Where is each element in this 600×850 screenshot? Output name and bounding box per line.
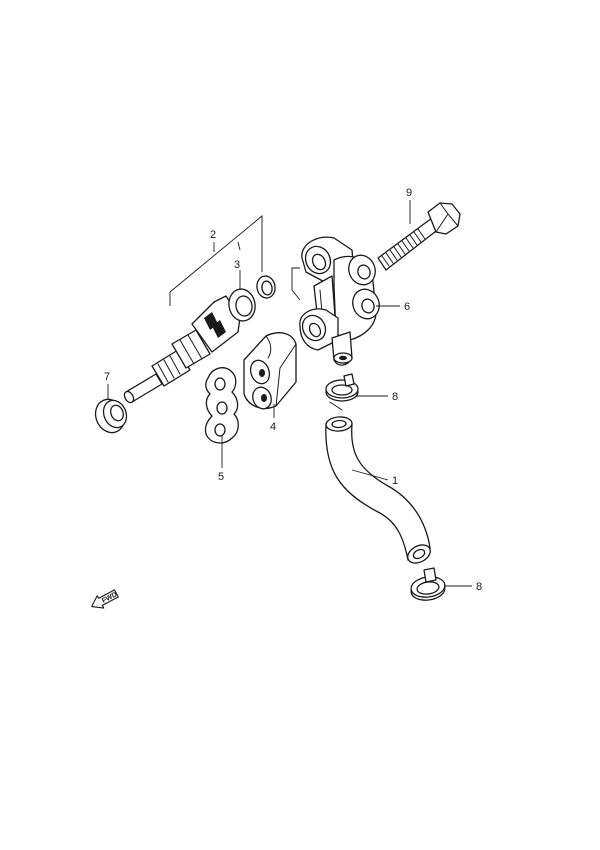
sensor-part-2[interactable] [123, 295, 241, 404]
callout-6: 6 [404, 301, 410, 313]
leader-lines [107, 200, 472, 587]
hose-clamp-part-8-lower[interactable] [410, 567, 446, 602]
hose-part-1[interactable] [325, 416, 434, 567]
callout-5: 5 [218, 471, 224, 483]
callout-labels: 2 3 9 6 7 8 4 5 1 8 [104, 187, 482, 593]
o-ring-part-3[interactable] [226, 275, 276, 323]
callout-3: 3 [234, 259, 240, 271]
fwd-label: FWD [101, 591, 118, 605]
callout-8-lower: 8 [476, 581, 482, 593]
rubber-block-part-4[interactable] [243, 332, 297, 412]
hose-clamp-part-8-upper[interactable] [325, 373, 359, 411]
callout-2: 2 [210, 229, 216, 241]
callout-1: 1 [392, 475, 398, 487]
callout-4: 4 [270, 421, 276, 433]
callout-7: 7 [104, 371, 110, 383]
grommet-part-7[interactable] [91, 395, 131, 437]
callout-9: 9 [406, 187, 412, 199]
forward-arrow-icon: FWD [91, 589, 119, 609]
callout-8-upper: 8 [392, 391, 398, 403]
gasket-part-5[interactable] [204, 367, 239, 444]
bolt-part-9[interactable] [377, 202, 461, 271]
fitting-body-part-6[interactable] [298, 236, 383, 366]
